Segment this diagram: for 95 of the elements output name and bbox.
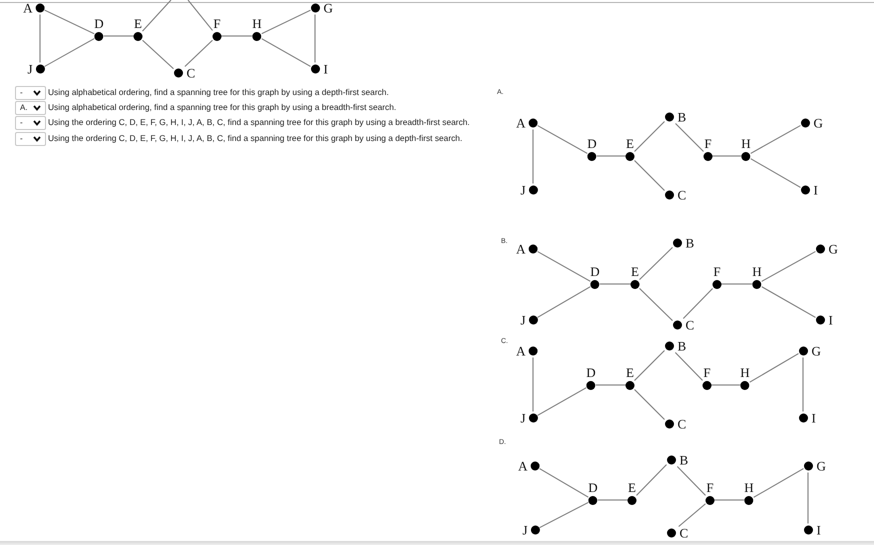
graph-edge (261, 38, 311, 67)
vertex-label: F (713, 264, 721, 278)
graph-edge (44, 38, 95, 67)
vertex-label: G (828, 242, 838, 256)
vertex-label: D (587, 136, 597, 150)
graph-edge (761, 251, 816, 282)
graph-edge (802, 357, 804, 412)
vertex-label: I (324, 62, 328, 76)
vertex-label: G (816, 460, 826, 472)
answer-dropdown: - (15, 86, 46, 100)
vertex-label: A (516, 242, 526, 256)
vertex-label: C (678, 188, 686, 202)
vertex-label: G (814, 116, 823, 130)
vertex-label: D (588, 480, 598, 494)
graph-edge (761, 286, 816, 318)
graph-edge (142, 40, 174, 70)
graph-edge (539, 502, 589, 528)
answer-dropdown: - (15, 116, 46, 130)
graph-edge (532, 129, 534, 184)
vertex-label: E (626, 136, 634, 150)
graph-edge (537, 251, 591, 282)
answer-dropdown: - (15, 132, 46, 146)
graph-edge (711, 384, 741, 386)
graph-edge (639, 246, 673, 280)
graph-edge (314, 14, 316, 63)
vertex-label: F (706, 480, 714, 494)
vertex-label: I (816, 524, 821, 536)
vertex-label: J (27, 62, 32, 76)
graph-edge (261, 10, 311, 34)
vertex-label: A (516, 116, 526, 130)
vertex-label: C (686, 318, 694, 332)
graph-edge (595, 384, 626, 386)
graph-edge (537, 387, 587, 416)
graph-edge (750, 125, 801, 154)
vertex-label: H (740, 366, 750, 378)
vertex-label: J (522, 524, 528, 536)
vertex-label: B (678, 110, 686, 124)
vertex-label: C (186, 66, 196, 80)
graph-edge (682, 288, 714, 319)
vertex-label: D (94, 16, 104, 30)
vertex-label: G (812, 344, 821, 358)
vertex-label: J (520, 412, 526, 424)
graph-edge (537, 286, 591, 318)
graph-edge (142, 0, 172, 32)
graph-edge (634, 160, 665, 191)
graph-edge (676, 466, 706, 496)
vertex-label: D (586, 366, 596, 378)
graph-edge (639, 288, 673, 322)
vertex-label: A (516, 344, 526, 358)
graph-edge (753, 468, 804, 498)
vertex-label: H (744, 480, 754, 494)
graph-edge (539, 468, 589, 498)
vertex-label: C (680, 526, 688, 540)
question-text: Using the ordering C, D, E, F, G, H, I, J, A, B, C, find a spanning tree for this graph by using a breadth-first search. (48, 118, 470, 128)
graph-edge (634, 350, 665, 381)
vertex-label: F (704, 136, 712, 150)
vertex-label: C (678, 418, 686, 430)
vertex-label: F (213, 16, 221, 30)
vertex-label: E (631, 264, 639, 278)
question-text: Using alphabetical ordering, find a spanning tree for this graph by using a depth-first search. (48, 88, 389, 98)
graph-edge (749, 353, 799, 383)
graph-edge (634, 389, 665, 420)
vertex-label: A (23, 2, 32, 14)
vertex-label: B (680, 454, 688, 466)
vertex-label: H (752, 264, 762, 278)
graph-edge (532, 357, 534, 412)
vertex-label: E (626, 366, 634, 378)
vertex-label: I (812, 412, 816, 424)
vertex-label: G (324, 2, 333, 14)
answer-dropdown: A. (15, 101, 46, 115)
vertex-label: I (828, 314, 833, 326)
graph-edge (750, 158, 801, 188)
vertex-label: B (686, 236, 694, 250)
graph-edge (636, 464, 667, 496)
graph-edge (188, 0, 213, 31)
graph-edge (537, 125, 588, 154)
vertex-label: J (520, 184, 526, 196)
vertex-label: H (741, 136, 751, 150)
vertex-label: B (678, 340, 686, 352)
vertex-label: F (703, 366, 711, 378)
question-text: Using alphabetical ordering, find a spanning tree for this graph by using a breadth-first search. (48, 103, 396, 113)
graph-edge (634, 121, 665, 152)
question-text: Using the ordering C, D, E, F, G, H, I, J, A, B, C, find a spanning tree for this graph by using a depth-first search. (48, 134, 462, 144)
graph-edge (44, 10, 95, 34)
graph-edge (678, 503, 706, 527)
vertex-label: D (590, 264, 600, 278)
vertex-label: A (518, 460, 528, 472)
graph-edge (675, 123, 704, 152)
graph-edge (184, 40, 213, 67)
graph-edge (674, 352, 703, 381)
vertex-label: J (520, 314, 526, 326)
vertex-label: E (628, 480, 636, 494)
vertex-label: E (134, 16, 142, 30)
vertex-label: H (252, 16, 262, 30)
vertex-label: I (814, 184, 818, 196)
